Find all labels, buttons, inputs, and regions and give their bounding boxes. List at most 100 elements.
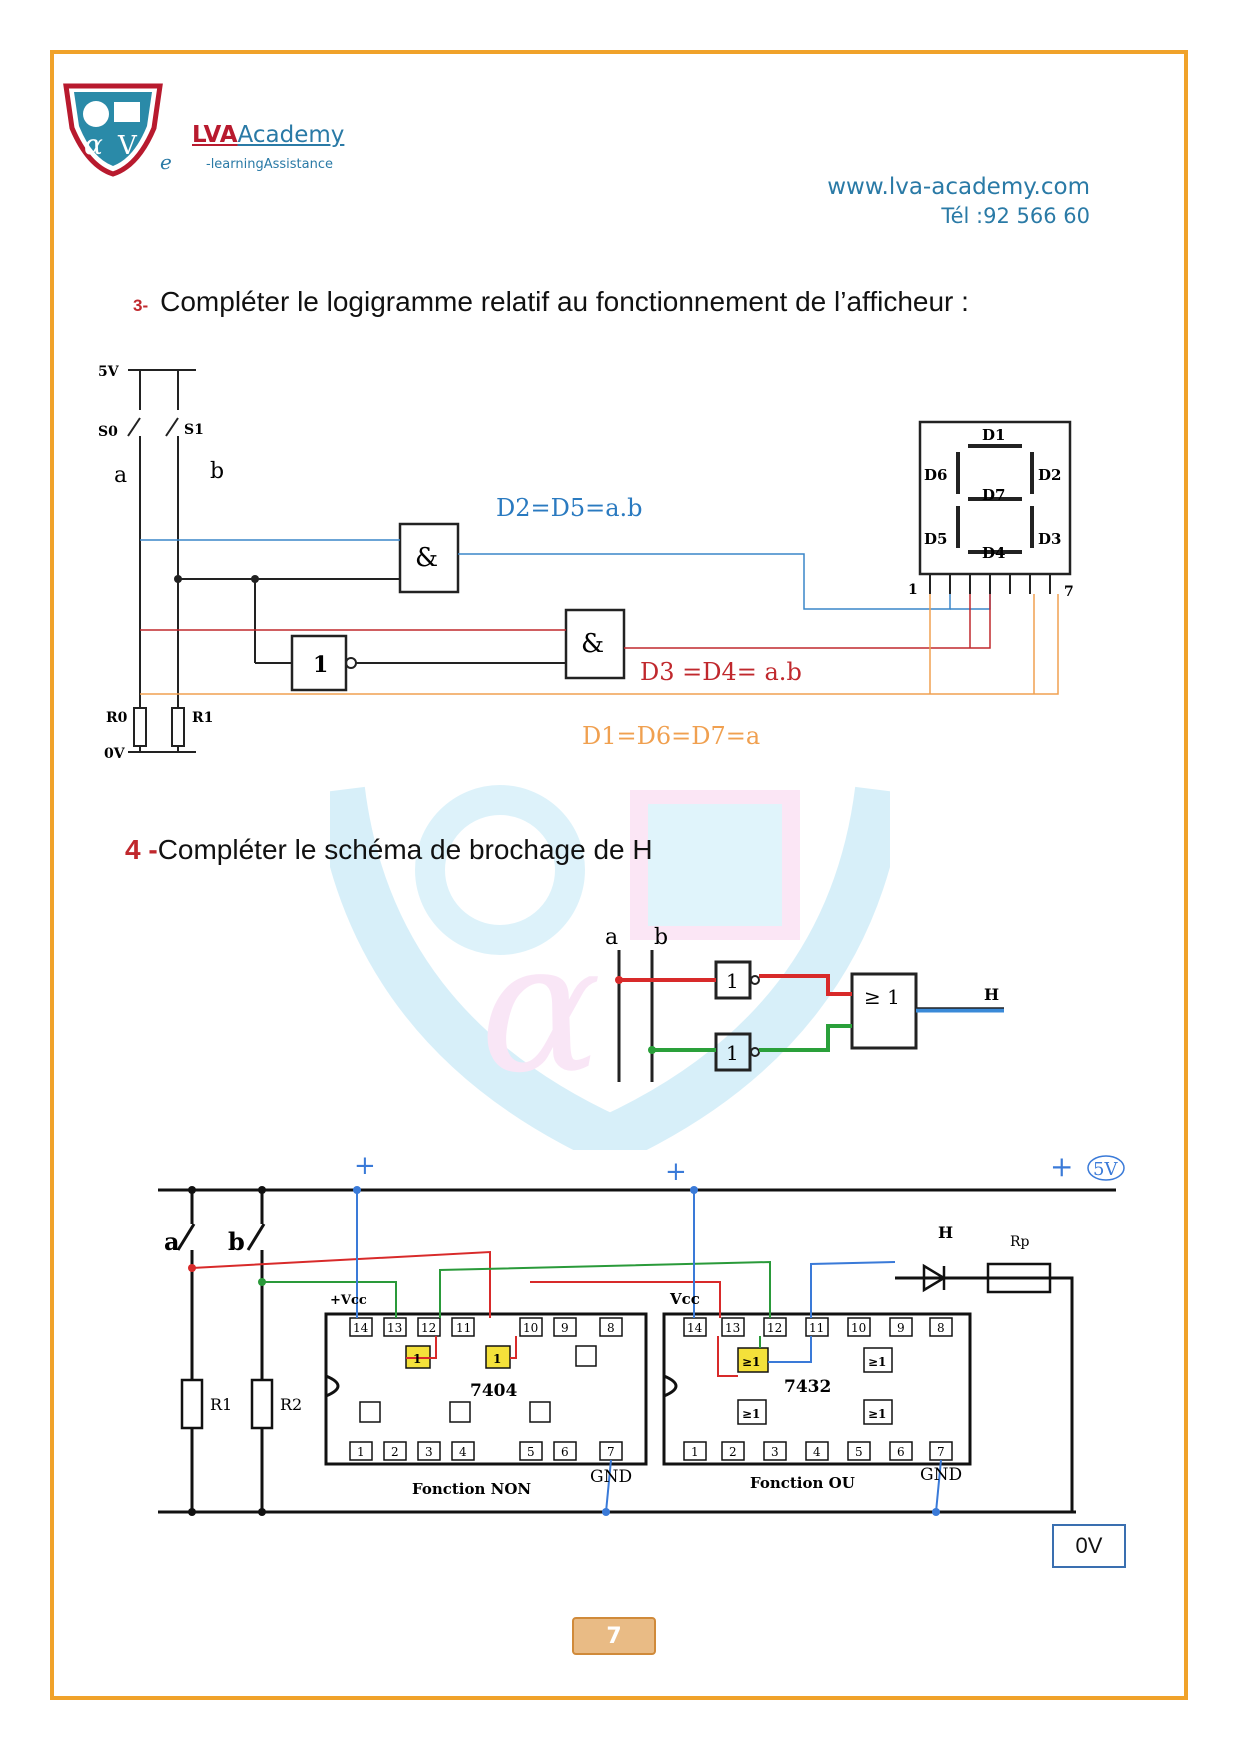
pin-10-label: 10 xyxy=(523,1321,538,1335)
pin-2-label: 2 xyxy=(391,1445,399,1459)
pin-5-label: 5 xyxy=(527,1445,535,1459)
pin-6-label: 6 xyxy=(561,1445,569,1459)
page-number: 7 xyxy=(572,1617,656,1655)
not-gate-symbol: 1 xyxy=(313,652,328,678)
switch-s0-label: S0 xyxy=(98,424,118,440)
pin-11-label: 11 xyxy=(456,1321,471,1335)
junction-dot xyxy=(648,1046,656,1054)
pin-9-label: 9 xyxy=(561,1321,569,1335)
vcc-left-label: +Vcc xyxy=(330,1293,367,1308)
junction-dot xyxy=(353,1186,361,1194)
chip-7432-label: 7432 xyxy=(784,1377,831,1397)
resistor-r2-label: R2 xyxy=(280,1395,302,1414)
pin-10-label: 10 xyxy=(851,1321,866,1335)
pin-3-label: 3 xyxy=(771,1445,779,1459)
segment-d1-label: D1 xyxy=(982,426,1005,444)
circuit-h-diagram: a b 1 1 ≥ 1 H xyxy=(605,925,1004,1082)
plus-sign: + xyxy=(1050,1150,1073,1183)
plus-sign: + xyxy=(665,1157,687,1187)
website-link[interactable]: www.lva-academy.com xyxy=(827,174,1090,200)
switch-b-label: b xyxy=(228,1227,245,1256)
var-b-label: b xyxy=(210,459,224,484)
brand-name: LVAAcademy xyxy=(192,122,345,148)
or-gate-label: ≥1 xyxy=(868,1355,886,1369)
segment-d6-label: D6 xyxy=(924,466,947,484)
resistor-r1-label: R1 xyxy=(210,1395,232,1414)
brand-e: e xyxy=(160,150,172,174)
chip-7432-caption: Fonction OU xyxy=(750,1474,855,1492)
segment-d5-label: D5 xyxy=(924,530,947,548)
supply-5v-label: 5V xyxy=(1093,1159,1118,1180)
chip-7404-caption: Fonction NON xyxy=(412,1480,531,1498)
junction-dot xyxy=(615,976,623,984)
gnd-left-label: GND xyxy=(590,1467,632,1487)
pin-9-label: 9 xyxy=(897,1321,905,1335)
junction-dot xyxy=(932,1508,940,1516)
segment-d4-label: D4 xyxy=(982,544,1005,562)
svg-text:α: α xyxy=(480,904,602,1113)
equation-d2-d5: D2=D5=a.b xyxy=(496,494,643,522)
vcc-right-label: Vcc xyxy=(669,1290,700,1308)
junction-dot xyxy=(258,1186,266,1194)
output-h-label: H xyxy=(984,985,999,1004)
page-frame xyxy=(50,50,1188,1700)
or-gate-label: ≥1 xyxy=(742,1355,760,1369)
var-a-label: a xyxy=(114,463,127,488)
resistor-r0-label: R0 xyxy=(106,710,128,726)
pin-1-label: 1 xyxy=(691,1445,699,1459)
question-4: 4 -Compléter le schéma de brochage de H xyxy=(125,834,653,865)
pin-8-label: 8 xyxy=(937,1321,945,1335)
pin-4-label: 4 xyxy=(459,1445,467,1459)
phone-number: Tél :92 566 60 xyxy=(941,204,1090,228)
or-gate-symbol: ≥ 1 xyxy=(864,985,900,1009)
not-gate-b-symbol: 1 xyxy=(726,1041,739,1065)
resistor-rp-label: Rp xyxy=(1010,1234,1030,1250)
pin-5-label: 5 xyxy=(855,1445,863,1459)
led-h-label: H xyxy=(938,1223,953,1242)
pin-11-label: 11 xyxy=(809,1321,824,1335)
display-pin-last: 7 xyxy=(1064,584,1074,600)
junction-dot xyxy=(258,1508,266,1516)
circuit-var-b: b xyxy=(654,925,668,950)
and-gate-1-symbol: & xyxy=(415,543,438,573)
junction-dot xyxy=(690,1186,698,1194)
pin-14-label: 14 xyxy=(353,1321,369,1335)
svg-text:α: α xyxy=(84,128,103,161)
pin-4-label: 4 xyxy=(813,1445,821,1459)
junction-dot xyxy=(188,1186,196,1194)
equation-d3-d4: D3 =D4= a.b xyxy=(640,658,802,686)
circuit-var-a: a xyxy=(605,925,618,950)
ground-0v-label: 0V xyxy=(104,746,126,762)
pin-1-label: 1 xyxy=(357,1445,365,1459)
pin-12-label: 12 xyxy=(767,1321,782,1335)
supply-5v-label: 5V xyxy=(98,364,120,380)
pin-2-label: 2 xyxy=(729,1445,737,1459)
segment-d3-label: D3 xyxy=(1038,530,1061,548)
junction-dot xyxy=(174,575,182,583)
not-gate-label: 1 xyxy=(493,1352,501,1366)
equation-d1-d6-d7: D1=D6=D7=a xyxy=(582,722,760,750)
gnd-right-label: GND xyxy=(920,1465,962,1485)
junction-dot xyxy=(602,1508,610,1516)
wiring-diagram: a b R1 R2 + + + 5V H Rp +Vcc Vcc 7404 74… xyxy=(158,1150,1125,1516)
or-gate-highlight xyxy=(737,1347,769,1373)
resistor-r1-label: R1 xyxy=(192,710,213,726)
brand-tagline: -learningAssistance xyxy=(206,157,333,172)
switch-a-label: a xyxy=(164,1227,180,1256)
and-gate-2-symbol: & xyxy=(581,629,604,659)
pin-7-label: 7 xyxy=(607,1445,615,1459)
pin-3-label: 3 xyxy=(425,1445,433,1459)
watermark-logo: α xyxy=(330,785,890,1150)
or-gate-label: ≥1 xyxy=(868,1407,886,1421)
pin-14-label: 14 xyxy=(687,1321,703,1335)
segment-d2-label: D2 xyxy=(1038,466,1061,484)
pin-12-label: 12 xyxy=(421,1321,436,1335)
display-pin-first: 1 xyxy=(908,582,918,598)
junction-dot xyxy=(188,1508,196,1516)
junction-dot xyxy=(188,1264,196,1272)
pin-13-label: 13 xyxy=(387,1321,402,1335)
not-gate-a-symbol: 1 xyxy=(726,969,739,993)
pin-8-label: 8 xyxy=(607,1321,615,1335)
segment-d7-label: D7 xyxy=(982,486,1005,504)
pin-13-label: 13 xyxy=(725,1321,740,1335)
